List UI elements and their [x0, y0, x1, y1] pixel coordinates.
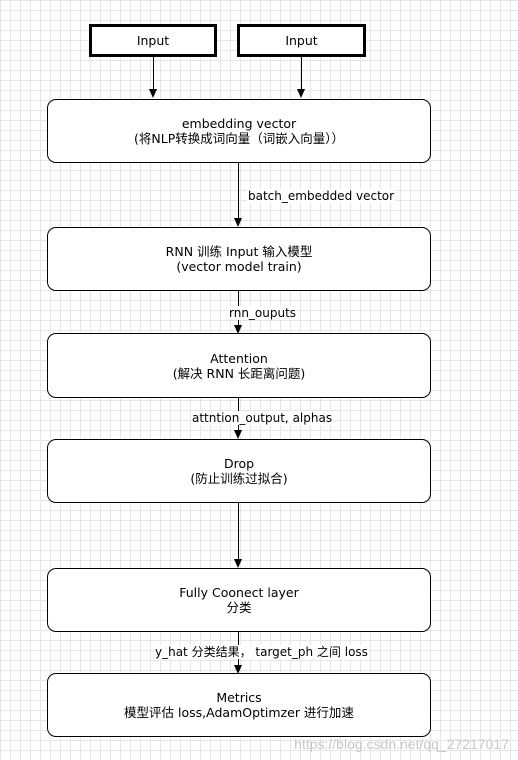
edge-label-rnn-outputs: rnn_ouputs: [228, 306, 298, 320]
input-box-left[interactable]: Input: [89, 24, 217, 57]
node-drop-title: Drop: [223, 456, 255, 471]
edge-label-attention-output: attntion_output, alphas: [191, 411, 334, 425]
watermark-text: https://blog.csdn.net/qq_27217017: [294, 736, 509, 752]
arrowhead-rnn-attention: [234, 325, 242, 334]
node-metrics-subtitle: 模型评估 loss,AdamOptimzer 进行加速: [124, 705, 354, 720]
node-embedding-vector[interactable]: embedding vector (将NLP转换成词向量（词嵌入向量））: [47, 99, 431, 163]
arrow-line-embedding-rnn: [238, 163, 239, 218]
edge-label-batch-embedded: batch_embedded vector: [247, 189, 396, 203]
node-embedding-title: embedding vector: [181, 116, 297, 131]
node-fully-title: Fully Coonect layer: [179, 585, 299, 600]
arrowhead-fully-metrics: [234, 665, 242, 674]
node-rnn-title: RNN 训练 Input 输入模型: [165, 244, 313, 259]
node-attention-title: Attention: [210, 350, 268, 366]
node-rnn-subtitle: (vector model train): [176, 259, 302, 274]
node-metrics[interactable]: Metrics 模型评估 loss,AdamOptimzer 进行加速: [47, 673, 431, 737]
node-fully-subtitle: 分类: [226, 600, 252, 615]
arrowhead-attention-drop: [234, 430, 242, 439]
arrowhead-embedding-rnn: [234, 218, 242, 227]
node-attention[interactable]: Attention (解决 RNN 长距离问题): [47, 333, 431, 398]
arrow-line-drop-fully: [238, 503, 239, 559]
arrow-line-input-left: [153, 57, 154, 89]
node-drop[interactable]: Drop (防止训练过拟合): [47, 439, 431, 503]
input-box-right[interactable]: Input: [237, 24, 366, 57]
node-rnn-train[interactable]: RNN 训练 Input 输入模型 (vector model train): [47, 227, 431, 291]
arrowhead-input-right: [297, 89, 305, 98]
node-embedding-subtitle: (将NLP转换成词向量（词嵌入向量））: [134, 131, 344, 146]
arrowhead-input-left: [149, 89, 157, 98]
arrow-line-input-right: [301, 57, 302, 89]
input-box-right-label: Input: [285, 33, 318, 48]
arrowhead-drop-fully: [234, 559, 242, 568]
node-metrics-title: Metrics: [216, 690, 262, 705]
node-fully-connect[interactable]: Fully Coonect layer 分类: [47, 568, 431, 632]
edge-label-yhat-loss: y_hat 分类结果， target_ph 之间 loss: [154, 645, 369, 659]
node-attention-subtitle: (解决 RNN 长距离问题): [172, 365, 306, 381]
node-drop-subtitle: (防止训练过拟合): [190, 471, 288, 486]
input-box-left-label: Input: [136, 33, 170, 48]
